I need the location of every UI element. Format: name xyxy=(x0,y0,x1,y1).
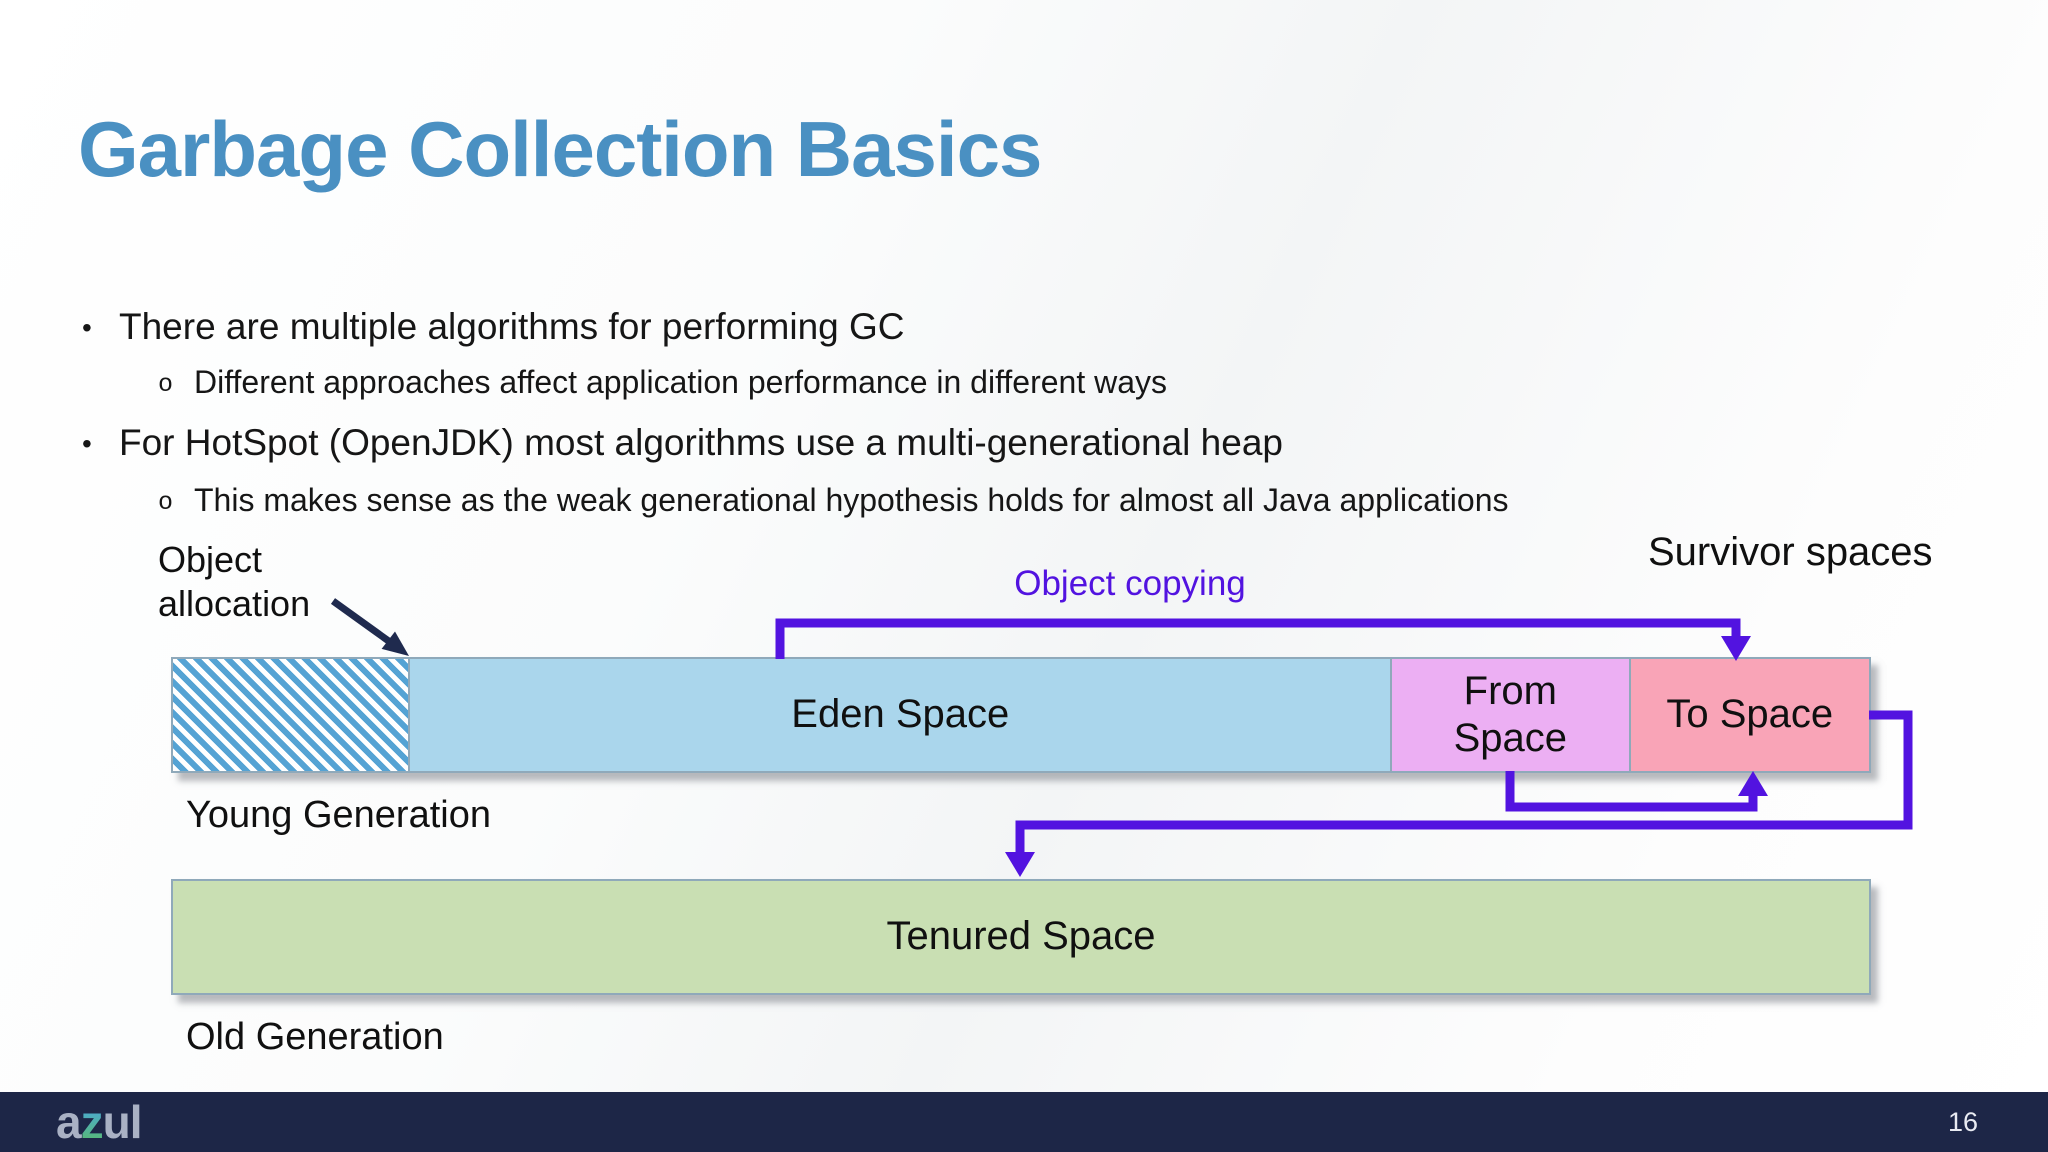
allocation-arrowhead-icon xyxy=(381,631,409,656)
allocated-objects-hatch-region xyxy=(173,659,411,771)
survivor-swap-arrow xyxy=(1505,771,1758,812)
logo-letter: a xyxy=(56,1096,82,1148)
logo-letters: ul xyxy=(102,1096,143,1148)
bullet-item-2: • For HotSpot (OpenJDK) most algorithms u… xyxy=(82,422,1283,464)
bullet-text: There are multiple algorithms for perfor… xyxy=(119,306,905,347)
young-generation-label: Young Generation xyxy=(186,794,491,836)
bullet-dot-icon: • xyxy=(82,312,92,343)
footer-bar: azul 16 xyxy=(0,1092,2048,1152)
page-number: 16 xyxy=(1947,1106,1978,1137)
azul-logo: azul xyxy=(56,1096,143,1148)
bullet-circle-icon: o xyxy=(158,488,174,517)
sub-bullet-item-2: o This makes sense as the weak generation… xyxy=(158,482,1508,519)
tenured-space-box: Tenured Space xyxy=(171,879,1871,995)
from-space-box: From Space xyxy=(1390,659,1629,771)
eden-space-label: Eden Space xyxy=(791,692,1010,737)
slide-title: Garbage Collection Basics xyxy=(78,105,1042,193)
sub-bullet-text: Different approaches affect application … xyxy=(194,364,1168,400)
to-space-box: To Space xyxy=(1628,659,1869,771)
object-allocation-label: Object allocation xyxy=(158,539,311,624)
promotion-arrowhead-icon xyxy=(1005,852,1035,877)
survivor-spaces-label: Survivor spaces xyxy=(1648,530,1933,574)
bullet-item-1: • There are multiple algorithms for perfo… xyxy=(82,306,905,348)
bullet-text: For HotSpot (OpenJDK) most algorithms us… xyxy=(119,422,1283,463)
old-generation-label: Old Generation xyxy=(186,1016,444,1058)
bullet-circle-icon: o xyxy=(158,370,174,399)
logo-letter-z: z xyxy=(80,1096,104,1148)
object-copying-label: Object copying xyxy=(1014,564,1246,603)
survivor-swap-arrowhead-icon xyxy=(1738,771,1768,796)
sub-bullet-text: This makes sense as the weak generationa… xyxy=(194,482,1509,518)
object-copying-arrow xyxy=(775,618,1741,659)
sub-bullet-item-1: o Different approaches affect application… xyxy=(158,364,1167,401)
tenured-space-label: Tenured Space xyxy=(886,914,1156,959)
to-space-label: To Space xyxy=(1666,692,1834,737)
bullet-dot-icon: • xyxy=(82,428,92,459)
young-generation-bar: Eden Space From Space To Space xyxy=(171,657,1871,773)
eden-space-box: Eden Space xyxy=(410,659,1391,771)
from-space-label: From Space xyxy=(1453,668,1568,760)
